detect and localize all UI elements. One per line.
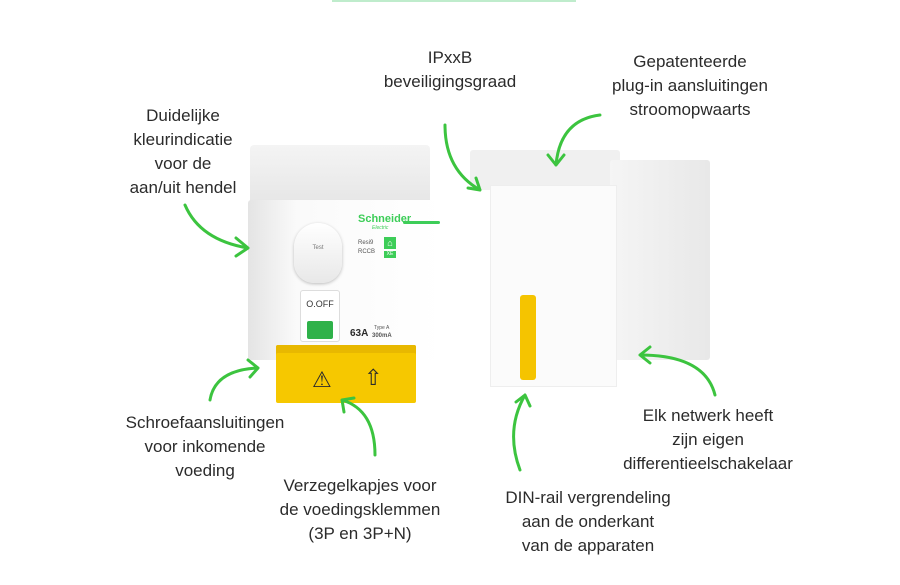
arrow-kleur — [183, 203, 250, 258]
label-line: Elk netwerk heeft — [642, 406, 774, 425]
label-netwerk: Elk netwerk heeft zijn eigen differentie… — [623, 404, 793, 476]
label-verzegel: Verzegelkapjes voor de voedingsklemmen (… — [280, 474, 441, 546]
label-ipxxb: IPxxB beveiligingsgraad — [384, 46, 516, 94]
label-din: DIN-rail vergrendeling aan de onderkant … — [505, 486, 670, 558]
label-line: aan de onderkant — [521, 512, 655, 531]
label-line: beveiligingsgraad — [383, 72, 517, 91]
label-line: Gepatenteerde — [633, 52, 747, 71]
arrow-din — [512, 393, 532, 472]
product-type: RCCB — [358, 249, 376, 255]
rccb-back-device — [465, 145, 715, 390]
top-accent-line — [332, 0, 576, 2]
label-line: differentieelschakelaar — [623, 454, 793, 473]
label-line: DIN-rail vergrendeling — [505, 488, 671, 507]
test-button[interactable]: Test — [294, 223, 342, 283]
label-line: voeding — [175, 461, 235, 480]
badge-text: XE — [386, 251, 394, 257]
label-line: Schroefaansluitingen — [125, 413, 285, 432]
label-line: aan/uit hendel — [129, 178, 237, 197]
xe-badge: XE — [384, 251, 396, 258]
arrow-ipxxb — [443, 123, 482, 192]
arrow-schroef — [208, 358, 260, 402]
label-line: Duidelijke — [146, 106, 220, 125]
rccb-front-device: Test Schneider Electric Resi9 RCCB ⌂ XE … — [248, 145, 443, 405]
label-line: voor inkomende — [144, 437, 266, 456]
label-line: IPxxB — [427, 48, 473, 67]
label-line: de voedingsklemmen — [279, 500, 441, 519]
label-line: (3P en 3P+N) — [308, 524, 412, 543]
sealing-cover: ⚠ ⇧ — [276, 345, 416, 403]
handle-green-indicator — [307, 321, 333, 339]
label-line: Verzegelkapjes voor — [283, 476, 437, 495]
sensitivity: 300mA — [372, 333, 392, 339]
product-line: Resi9 — [358, 240, 374, 246]
home-icon: ⌂ — [384, 237, 396, 249]
label-line: van de apparaten — [521, 536, 655, 555]
label-line: stroomopwaarts — [629, 100, 751, 119]
label-line: plug-in aansluitingen — [612, 76, 768, 95]
brand-sub: Electric — [372, 225, 389, 231]
din-rail-lock[interactable] — [520, 295, 536, 380]
label-kleur: Duidelijke kleurindicatie voor de aan/ui… — [130, 104, 237, 200]
arrow-verzegel — [340, 396, 377, 457]
brand-logo: Schneider — [358, 213, 412, 225]
label-plugin: Gepatenteerde plug-in aansluitingen stro… — [612, 50, 768, 122]
type-label: Type A — [374, 325, 390, 331]
label-line: voor de — [154, 154, 212, 173]
arrow-netwerk — [638, 345, 717, 397]
warning-electric-icon: ⚠ — [312, 367, 332, 392]
arrow-plugin — [546, 113, 602, 167]
label-line: kleurindicatie — [133, 130, 233, 149]
on-off-handle[interactable]: O.OFF — [300, 290, 340, 342]
brand-bar — [403, 221, 440, 224]
label-line: zijn eigen — [672, 430, 744, 449]
label-schroef: Schroefaansluitingen voor inkomende voed… — [126, 411, 285, 483]
arrow-up-icon: ⇧ — [364, 365, 383, 390]
switch-label: O.OFF — [306, 299, 334, 309]
rating: 63A — [350, 328, 369, 339]
test-label: Test — [312, 245, 324, 251]
